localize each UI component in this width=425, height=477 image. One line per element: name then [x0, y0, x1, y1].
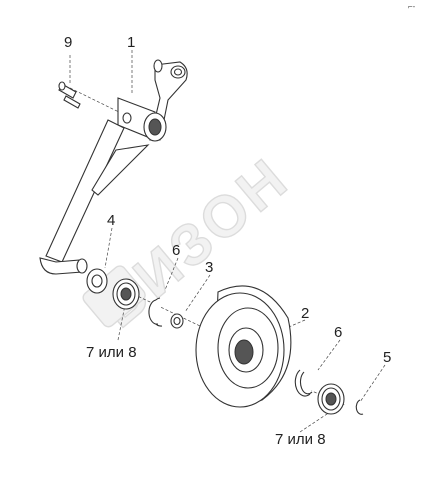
- callout-3: 3: [205, 259, 213, 276]
- callout-7-or-8-lower: 7 или 8: [275, 431, 326, 448]
- retaining-ring-upper-part: [148, 297, 163, 327]
- callout-2: 2: [301, 305, 309, 322]
- callout-6-lower: 6: [334, 324, 342, 341]
- retaining-ring-lower-part: [294, 369, 313, 397]
- callout-9: 9: [64, 34, 72, 51]
- bearing-upper-part: [112, 278, 140, 310]
- circlip-part: [355, 399, 364, 415]
- callout-6-upper: 6: [172, 242, 180, 259]
- collar-part: [86, 268, 108, 294]
- bearing-lower-part: [317, 383, 345, 415]
- lever-arm-part: [39, 59, 188, 275]
- grease-fitting-part: [58, 81, 81, 109]
- callout-5: 5: [383, 349, 391, 366]
- roller-wheel-part: [195, 285, 292, 408]
- callout-1: 1: [127, 34, 135, 51]
- callout-7-or-8-upper: 7 или 8: [86, 344, 137, 361]
- callout-4: 4: [107, 212, 115, 229]
- corner-mark: ⌐-: [408, 2, 416, 11]
- callout-labels: 9 1 4 6 3 2 6 5 7 или 8 7 или 8: [64, 34, 391, 448]
- spacer-part: [170, 313, 184, 329]
